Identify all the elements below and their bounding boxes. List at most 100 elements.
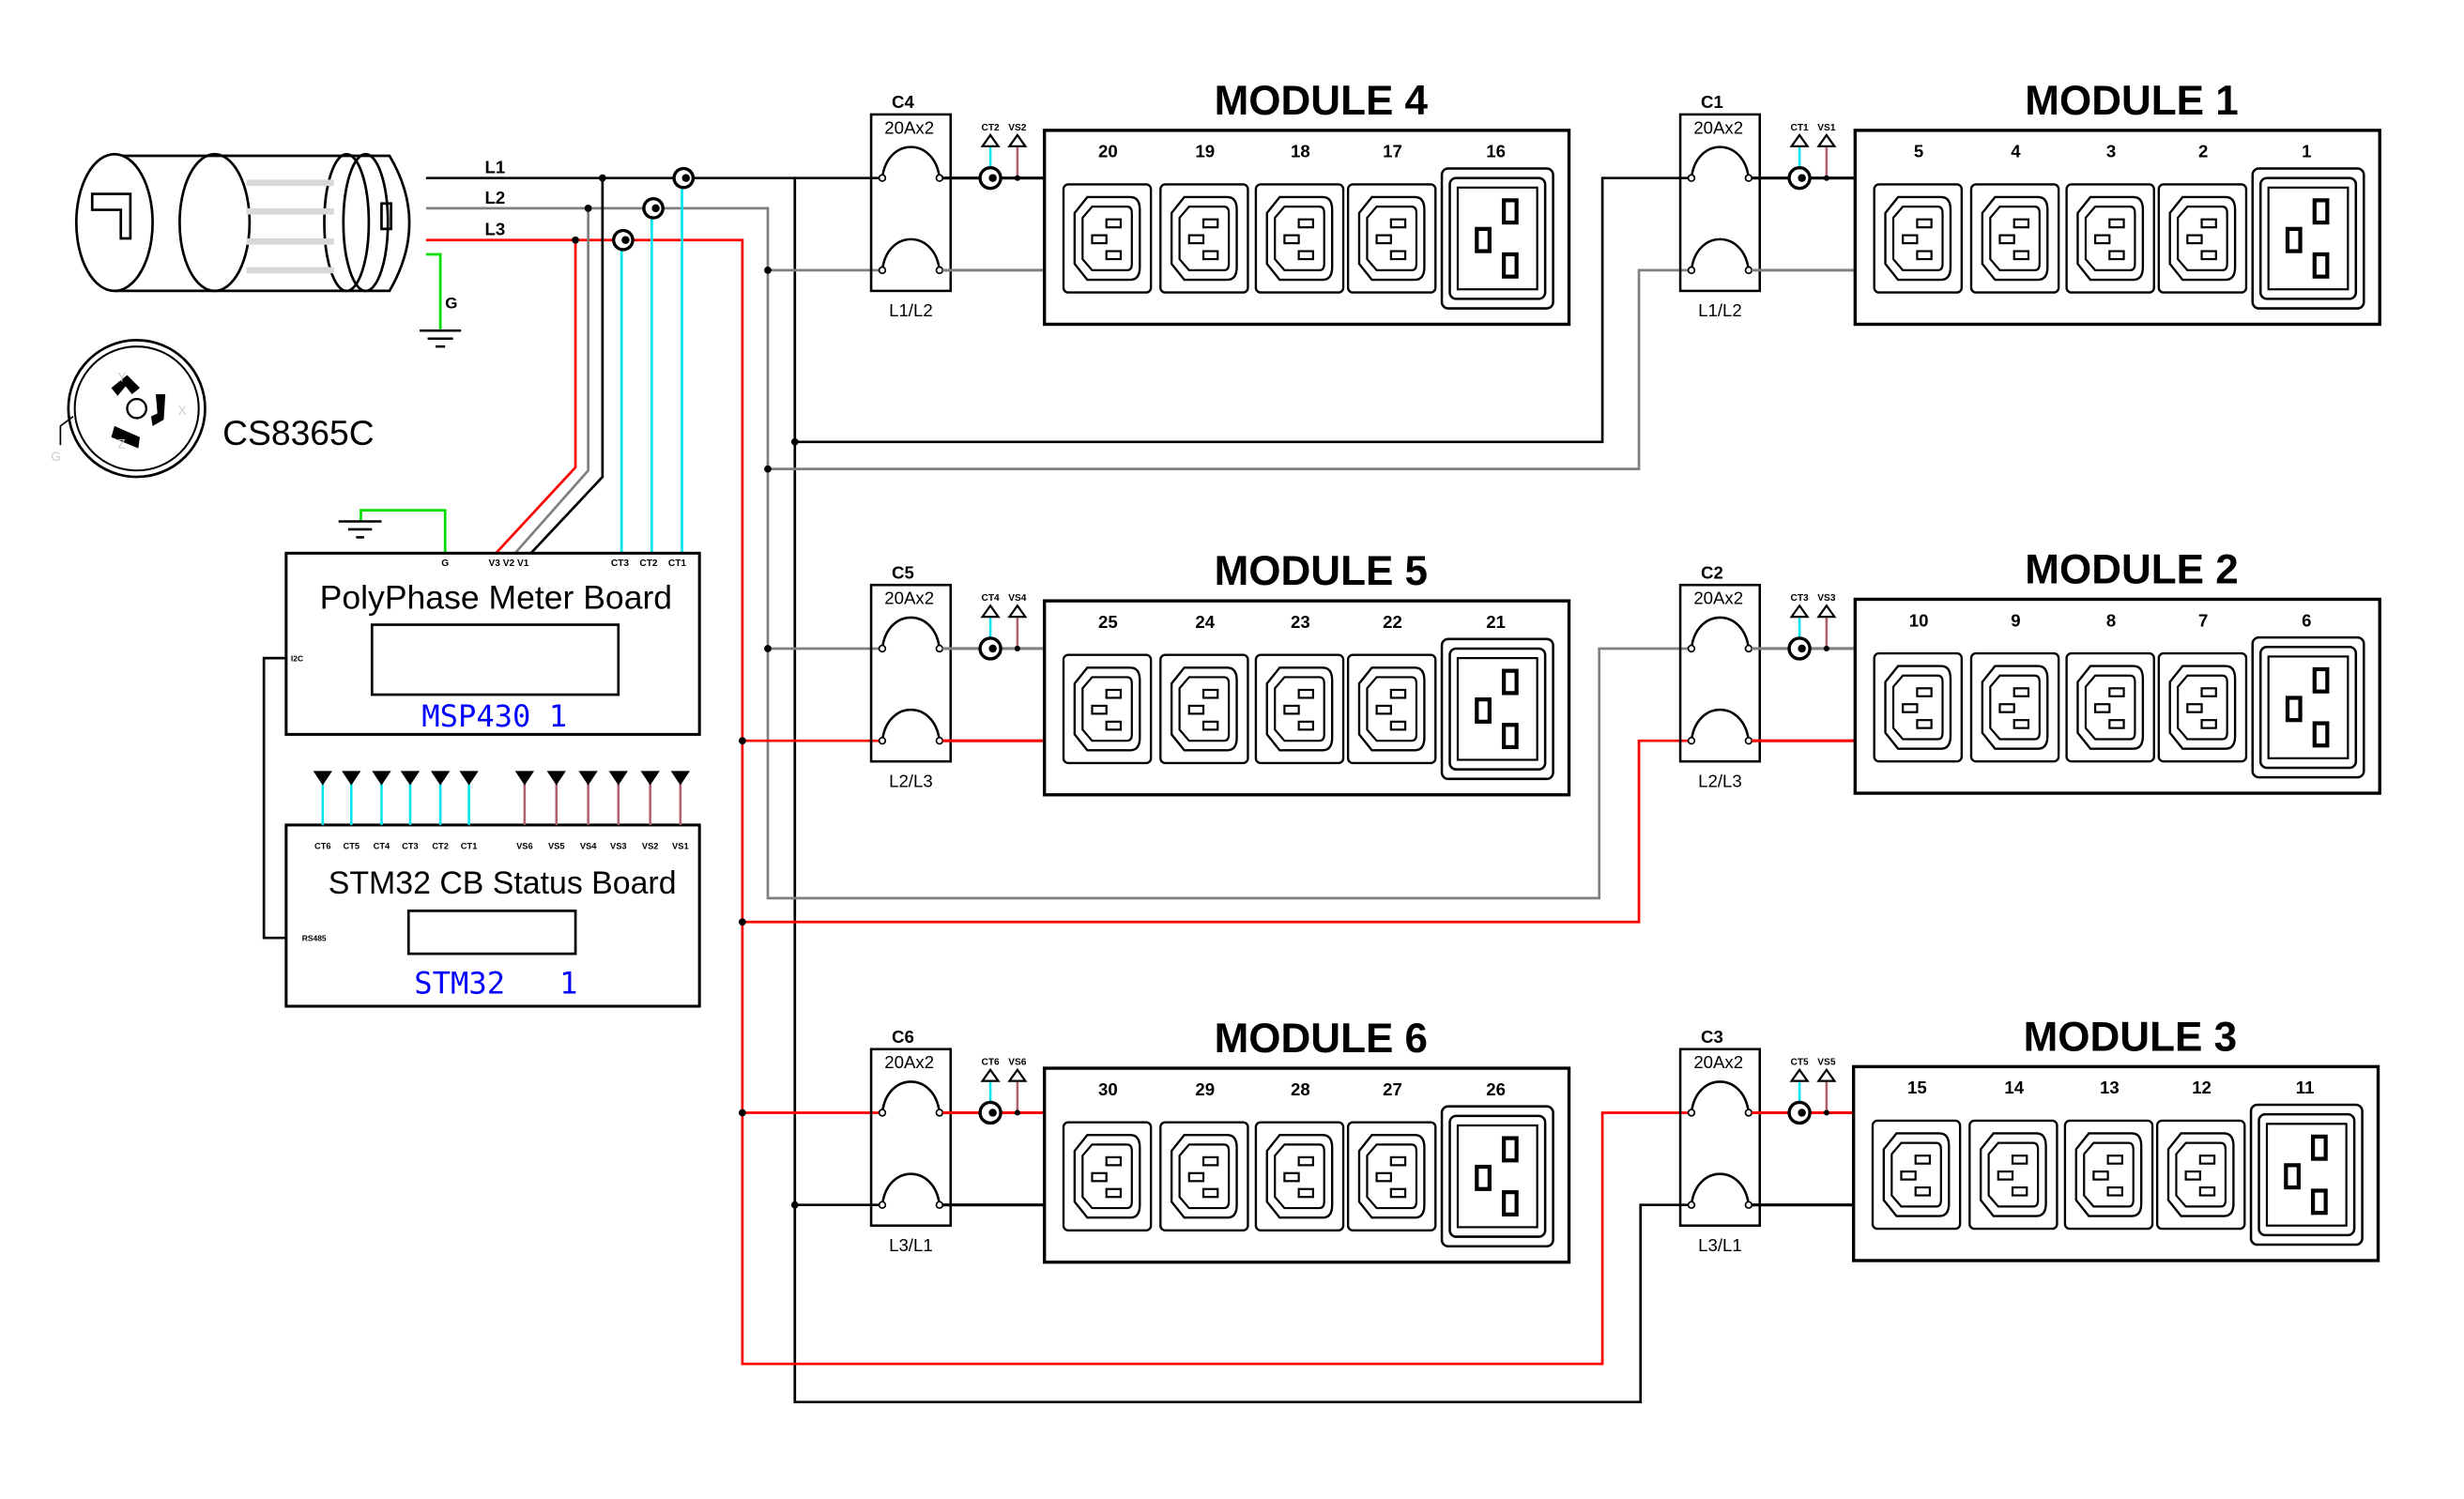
label-l3: L3 <box>485 220 506 239</box>
outlet-c19-icon[interactable] <box>1440 167 1554 310</box>
status-ct-label: CT2 <box>432 841 449 850</box>
breaker-contact-icon <box>1690 237 1751 271</box>
outlet-c13-icon[interactable] <box>1254 653 1345 765</box>
pin-arrow-icon <box>1816 604 1837 619</box>
vs-tap-dot <box>1014 175 1020 181</box>
breaker-terminal <box>1744 174 1753 182</box>
pin-ct3: CT3 <box>611 558 630 569</box>
outlet-c13-icon[interactable] <box>2157 651 2248 763</box>
outlet-c19-icon[interactable] <box>1440 637 1554 781</box>
outlet-c13-icon[interactable] <box>1062 1121 1153 1231</box>
outlet-c13-icon[interactable] <box>1159 653 1249 765</box>
breaker-terminal <box>1687 736 1696 745</box>
breaker-terminal <box>1687 644 1696 653</box>
vs-label: VS5 <box>1817 1058 1836 1068</box>
outlet-number: 23 <box>1291 612 1310 632</box>
outlet-number: 14 <box>2004 1078 2024 1097</box>
pin-arrow-icon <box>1816 1067 1837 1082</box>
status-ct-label: CT3 <box>402 841 419 850</box>
pin-arrow-icon <box>1007 604 1028 619</box>
ct-label: CT3 <box>1790 593 1809 604</box>
breaker-rating: 20Ax2 <box>884 1052 934 1072</box>
label-l1: L1 <box>485 158 506 177</box>
breaker-phase: L3/L1 <box>1698 1235 1742 1255</box>
outlet-number: 9 <box>2011 610 2020 630</box>
outlet-number: 25 <box>1098 612 1118 632</box>
outlet-c13-icon[interactable] <box>2065 183 2155 294</box>
outlet-c13-icon[interactable] <box>1159 1121 1249 1231</box>
junction-dots <box>572 166 799 1209</box>
outlet-number: 21 <box>1486 612 1506 632</box>
breaker-box <box>1678 1048 1762 1227</box>
outlet-c13-icon[interactable] <box>1968 1119 2058 1231</box>
junction-dot <box>738 918 746 926</box>
ct-label: CT6 <box>981 1058 1000 1068</box>
breaker-phase: L2/L3 <box>1698 771 1742 790</box>
outlet-number: 11 <box>2296 1078 2315 1097</box>
breaker-terminal <box>1687 266 1696 275</box>
outlet-c13-icon[interactable] <box>1346 653 1437 765</box>
breaker-name: C2 <box>1701 562 1723 582</box>
outlet-number: 22 <box>1383 612 1402 632</box>
meter-display <box>370 623 620 696</box>
outlet-c13-icon[interactable] <box>1159 183 1249 294</box>
outlet-c13-icon[interactable] <box>1969 651 2060 763</box>
ct-ring-core <box>621 236 630 244</box>
breaker-terminal <box>935 174 944 182</box>
outlet-c13-icon[interactable] <box>1062 183 1153 294</box>
outlet-c13-icon[interactable] <box>2157 183 2248 294</box>
outlet-number: 4 <box>2011 142 2021 161</box>
wire-l2-c1 <box>767 268 1691 470</box>
outlet-c19-icon[interactable] <box>2251 167 2365 310</box>
pin-arrow-icon <box>640 771 660 786</box>
outlet-c13-icon[interactable] <box>1969 183 2060 294</box>
outlet-c13-icon[interactable] <box>2155 1119 2246 1231</box>
pin-arrow-icon <box>1007 1067 1028 1082</box>
outlet-number: 10 <box>1909 610 1929 630</box>
pin-ct2: CT2 <box>639 558 658 569</box>
outlet-c13-icon[interactable] <box>1346 1121 1437 1231</box>
status-mcu: STM32 1 <box>414 965 577 1001</box>
outlet-c13-icon[interactable] <box>1346 183 1437 294</box>
outlet-c13-icon[interactable] <box>1873 183 1964 294</box>
vs-label: VS1 <box>1817 123 1836 133</box>
breaker-box <box>869 1048 953 1227</box>
wire-l1-c1 <box>794 176 1691 444</box>
status-ct-label: CT1 <box>461 841 478 850</box>
wire-l2-main <box>425 206 1691 900</box>
receptacle-letter-g: G <box>51 450 61 464</box>
pin-g: G <box>441 558 449 569</box>
pin-arrow-icon <box>670 771 691 786</box>
breaker-name: C6 <box>892 1027 914 1047</box>
breaker-name: C3 <box>1701 1027 1723 1047</box>
outlet-c13-icon[interactable] <box>1062 653 1153 765</box>
pin-ct1: CT1 <box>668 558 687 569</box>
ct-ring-core <box>988 1109 997 1117</box>
outlet-c19-icon[interactable] <box>2251 635 2365 779</box>
outlet-c13-icon[interactable] <box>1873 651 1964 763</box>
wire-l1-bus <box>793 177 1691 1404</box>
outlet-c13-icon[interactable] <box>2063 1119 2154 1231</box>
outlet-c19-icon[interactable] <box>2249 1103 2364 1247</box>
breaker-phase: L1/L2 <box>889 300 933 320</box>
breaker-terminal <box>878 174 887 182</box>
module-title: MODULE 3 <box>2024 1014 2237 1060</box>
status-display <box>406 910 577 956</box>
outlet-c19-icon[interactable] <box>1440 1105 1554 1247</box>
breaker-contact-icon <box>880 237 941 271</box>
status-board-title: STM32 CB Status Board <box>329 865 677 901</box>
ground-wire-plug <box>425 252 442 331</box>
status-vs-label: VS2 <box>642 841 659 850</box>
outlet-c13-icon[interactable] <box>1254 1121 1345 1231</box>
ct-ring-core <box>1798 174 1806 182</box>
vs-label: VS4 <box>1008 593 1027 604</box>
module-box <box>1042 1066 1571 1264</box>
breaker-terminal <box>878 1201 887 1209</box>
outlet-c13-icon[interactable] <box>1254 183 1345 294</box>
outlet-number: 28 <box>1291 1079 1310 1099</box>
outlet-c13-icon[interactable] <box>2065 651 2155 763</box>
label-l2: L2 <box>485 188 506 207</box>
outlet-c13-icon[interactable] <box>1871 1119 1962 1231</box>
